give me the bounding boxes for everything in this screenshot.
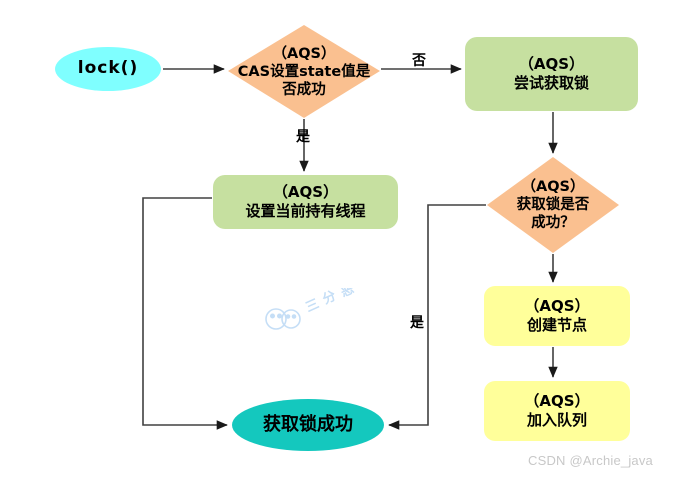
node-acquire-success-shape [232,399,384,451]
edge-acquireok-yes-to-success [388,204,486,430]
node-acquire-ok-shape [487,157,619,253]
node-lock-shape [55,47,161,91]
node-join-queue-shape [484,381,630,441]
csdn-credit-watermark: CSDN @Archie_java [528,453,653,468]
node-cas-state-shape [228,25,380,118]
node-set-thread-shape [213,175,398,229]
node-try-acquire-shape [465,37,638,111]
node-create-node-shape [484,286,630,346]
edge-setthread-to-success [142,197,228,430]
